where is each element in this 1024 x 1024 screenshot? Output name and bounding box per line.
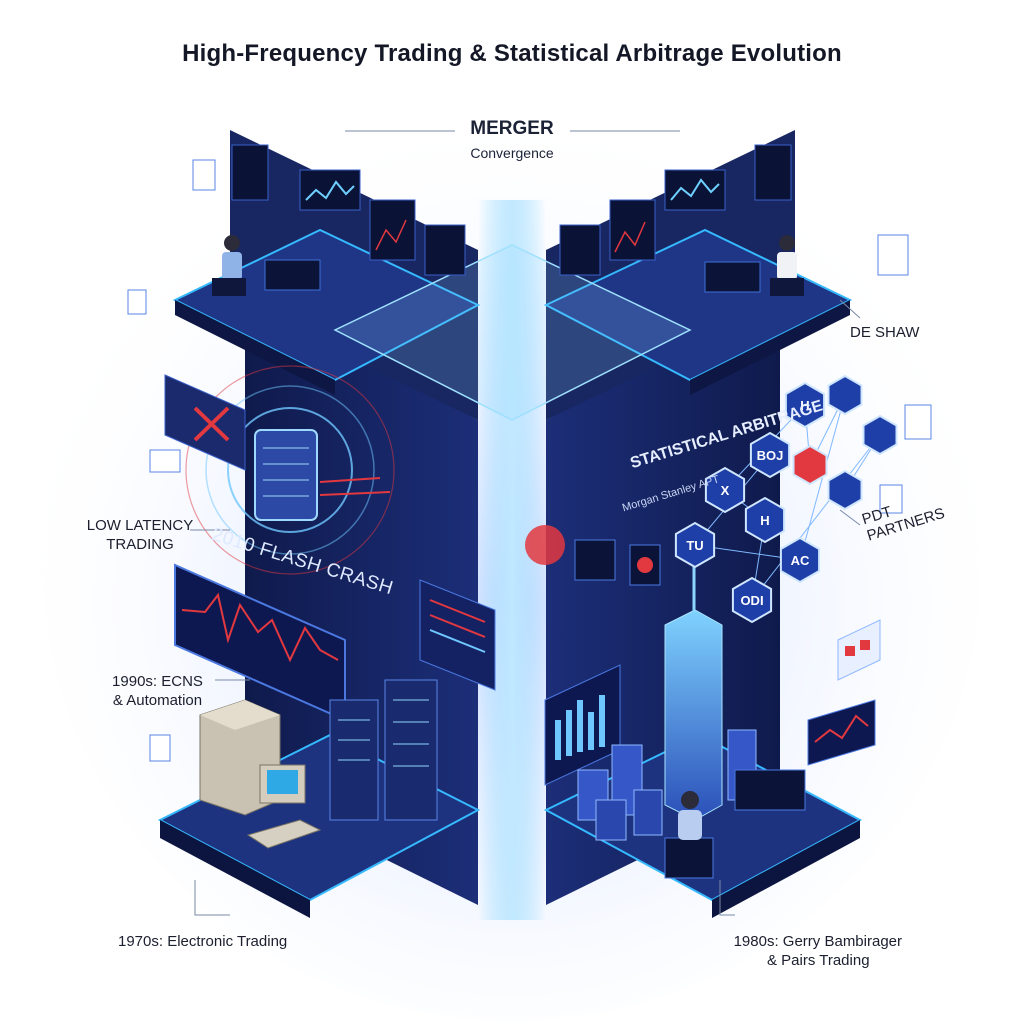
server-racks bbox=[329, 679, 438, 821]
seventies-label: 1970s: Electronic Trading bbox=[118, 933, 288, 950]
hex-badge-label: H bbox=[760, 513, 769, 528]
flash-crash-server bbox=[185, 365, 395, 575]
hex-badge bbox=[704, 466, 746, 514]
nineties-label: 1990s: ECNS & Automation bbox=[100, 672, 215, 710]
hex-node bbox=[862, 414, 898, 456]
low-latency-label: LOW LATENCY TRADING bbox=[85, 516, 195, 554]
right-trader bbox=[704, 235, 804, 296]
order-book-panel bbox=[419, 579, 496, 691]
low-latency-line1: LOW LATENCY bbox=[86, 517, 194, 534]
eighties-label: 1980s: Gerry Bambirager & Pairs Trading bbox=[712, 932, 902, 970]
hex-link bbox=[751, 434, 881, 601]
low-latency-line2: TRADING bbox=[106, 536, 174, 553]
hex-badge bbox=[674, 521, 716, 569]
de-shaw-label: DE SHAW bbox=[850, 324, 920, 341]
vintage-computer bbox=[199, 699, 322, 849]
right-monitors bbox=[559, 144, 792, 276]
side-monitors bbox=[807, 619, 881, 766]
eighties-line1: 1980s: Gerry Bambirager bbox=[733, 933, 902, 950]
stat-arb-panel bbox=[525, 525, 661, 786]
hex-badge-label: BOJ bbox=[757, 448, 784, 463]
hex-badge-label: AC bbox=[791, 553, 810, 568]
nineties-line1: 1990s: ECNS bbox=[112, 673, 203, 690]
pairs-trader bbox=[664, 769, 806, 879]
eighties-line2: & Pairs Trading bbox=[767, 952, 870, 969]
crash-alert-panel bbox=[164, 374, 246, 471]
hex-badge-label: X bbox=[721, 483, 730, 498]
leader-lines bbox=[190, 130, 861, 916]
hexagon-network: H BOJ X TU H AC ODI bbox=[674, 374, 898, 624]
hex-node bbox=[792, 444, 828, 486]
hex-badge-label: H bbox=[800, 398, 809, 413]
floating-documents bbox=[127, 159, 932, 762]
hex-node bbox=[827, 469, 863, 511]
hex-badge bbox=[744, 496, 786, 544]
hex-badge bbox=[749, 431, 791, 479]
hex-node bbox=[827, 374, 863, 416]
nineties-line2: & Automation bbox=[112, 692, 203, 709]
hex-badge-label: TU bbox=[686, 538, 703, 553]
hex-badge-label: ODI bbox=[740, 593, 763, 608]
page-title: High-Frequency Trading & Statistical Arb… bbox=[182, 40, 842, 67]
hex-badge bbox=[779, 536, 821, 584]
left-monitors bbox=[231, 144, 466, 276]
hex-badge bbox=[731, 576, 773, 624]
hex-badge bbox=[784, 381, 826, 429]
left-trader bbox=[212, 235, 321, 296]
merger-subtitle: Convergence bbox=[470, 145, 554, 161]
merger-title: MERGER bbox=[470, 118, 554, 139]
